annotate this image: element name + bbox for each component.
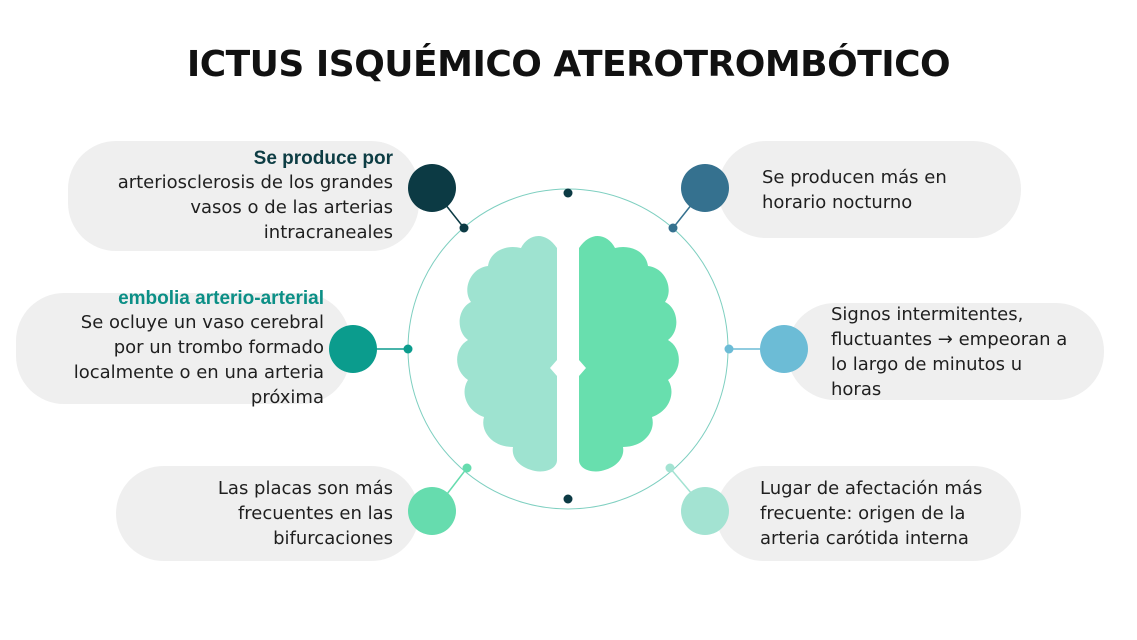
brain-right-hemisphere [579, 235, 679, 472]
connector-cause-dot [459, 223, 469, 233]
ring-dot-bottom [563, 494, 573, 504]
card-location: Lugar de afectación más frecuente: orige… [716, 466, 1021, 561]
card-embolism: embolia arterio-arterial Se ocluye un va… [16, 288, 350, 408]
connector-cause-line [444, 203, 465, 229]
brain-left-hemisphere [457, 235, 557, 472]
card-location-text: Lugar de afectación más frecuente: orige… [760, 478, 983, 549]
card-night: Se producen más en horario nocturno [718, 141, 1021, 238]
card-night-text: Se producen más en horario nocturno [762, 166, 947, 213]
card-plaques-text: Las placas son más frecuentes en las bif… [217, 478, 393, 549]
card-cause-heading: Se produce por [253, 147, 393, 169]
card-cause: Se produce por arteriosclerosis de los g… [68, 141, 419, 251]
card-plaques: Las placas son más frecuentes en las bif… [116, 466, 419, 561]
central-ring [407, 188, 729, 510]
card-embolism-text: Se ocluye un vaso cerebral por un trombo… [73, 311, 324, 408]
brain-icon [457, 235, 679, 472]
card-signs: Signos intermitentes, fluctuantes → empe… [787, 303, 1104, 400]
connector-night-dot [668, 223, 678, 233]
connector-plaques-line [446, 467, 468, 495]
connector-signs-dot [724, 344, 734, 354]
card-cause-text: arteriosclerosis de los grandes vasos o … [117, 171, 393, 243]
connector-location-dot [665, 463, 675, 473]
connector-night-line [672, 203, 693, 229]
connector-location-line [669, 467, 693, 495]
card-embolism-heading: embolia arterio-arterial [118, 287, 324, 309]
page-title: ICTUS ISQUÉMICO ATEROTROMBÓTICO [186, 44, 951, 85]
connector-embolism-dot [403, 344, 413, 354]
card-signs-text: Signos intermitentes, fluctuantes → empe… [831, 303, 1068, 400]
connector-plaques-dot [462, 463, 472, 473]
ring-dot-top [563, 188, 573, 198]
